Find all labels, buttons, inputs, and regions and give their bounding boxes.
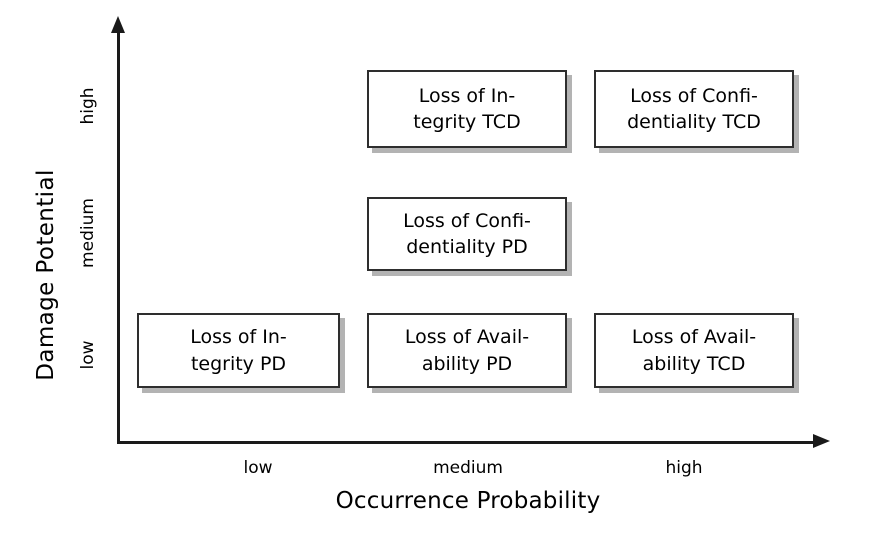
risk-item-label-line1: Loss of Avail-	[631, 326, 757, 349]
risk-item-label-line1: Loss of Confi-	[403, 209, 531, 232]
x-axis-tick-medium: medium	[433, 458, 503, 478]
risk-item-label-line1: Loss of In-	[418, 84, 516, 107]
y-axis-tick-high: high	[78, 87, 98, 125]
y-axis-title: Damage Potential	[33, 169, 59, 381]
risk-item-loss-of-availability-pd[interactable]: Loss of Avail- ability PD	[367, 313, 567, 388]
risk-item-label-line2: dentiality TCD	[627, 111, 761, 133]
risk-item-label-line1: Loss of Confi-	[630, 84, 758, 107]
risk-item-loss-of-integrity-tcd[interactable]: Loss of In- tegrity TCD	[367, 70, 567, 148]
risk-item-loss-of-confidentiality-pd[interactable]: Loss of Confi- dentiality PD	[367, 197, 567, 271]
y-axis-tick-medium: medium	[78, 198, 98, 268]
risk-item-label-line2: tegrity PD	[190, 352, 287, 375]
x-axis-tick-high: high	[665, 458, 703, 478]
risk-item-label-line2: tegrity TCD	[413, 111, 521, 133]
risk-item-label-line1: Loss of Avail-	[404, 326, 530, 349]
x-axis-tick-low: low	[243, 458, 273, 478]
risk-item-loss-of-confidentiality-tcd[interactable]: Loss of Confi- dentiality TCD	[594, 70, 794, 148]
risk-item-loss-of-availability-tcd[interactable]: Loss of Avail- ability TCD	[594, 313, 794, 388]
x-axis-title: Occurrence Probability	[335, 488, 601, 514]
x-axis-line	[117, 441, 817, 444]
risk-item-label-line2: ability PD	[421, 352, 513, 375]
x-axis-arrow-icon	[813, 434, 830, 448]
risk-item-label-line2: ability TCD	[642, 352, 746, 375]
y-axis-tick-low: low	[78, 340, 98, 370]
risk-item-label-line2: dentiality PD	[406, 236, 528, 258]
y-axis-line	[117, 30, 120, 444]
risk-item-loss-of-integrity-pd[interactable]: Loss of In- tegrity PD	[137, 313, 340, 388]
y-axis-arrow-icon	[111, 16, 125, 33]
risk-item-label-line1: Loss of In-	[190, 326, 287, 349]
